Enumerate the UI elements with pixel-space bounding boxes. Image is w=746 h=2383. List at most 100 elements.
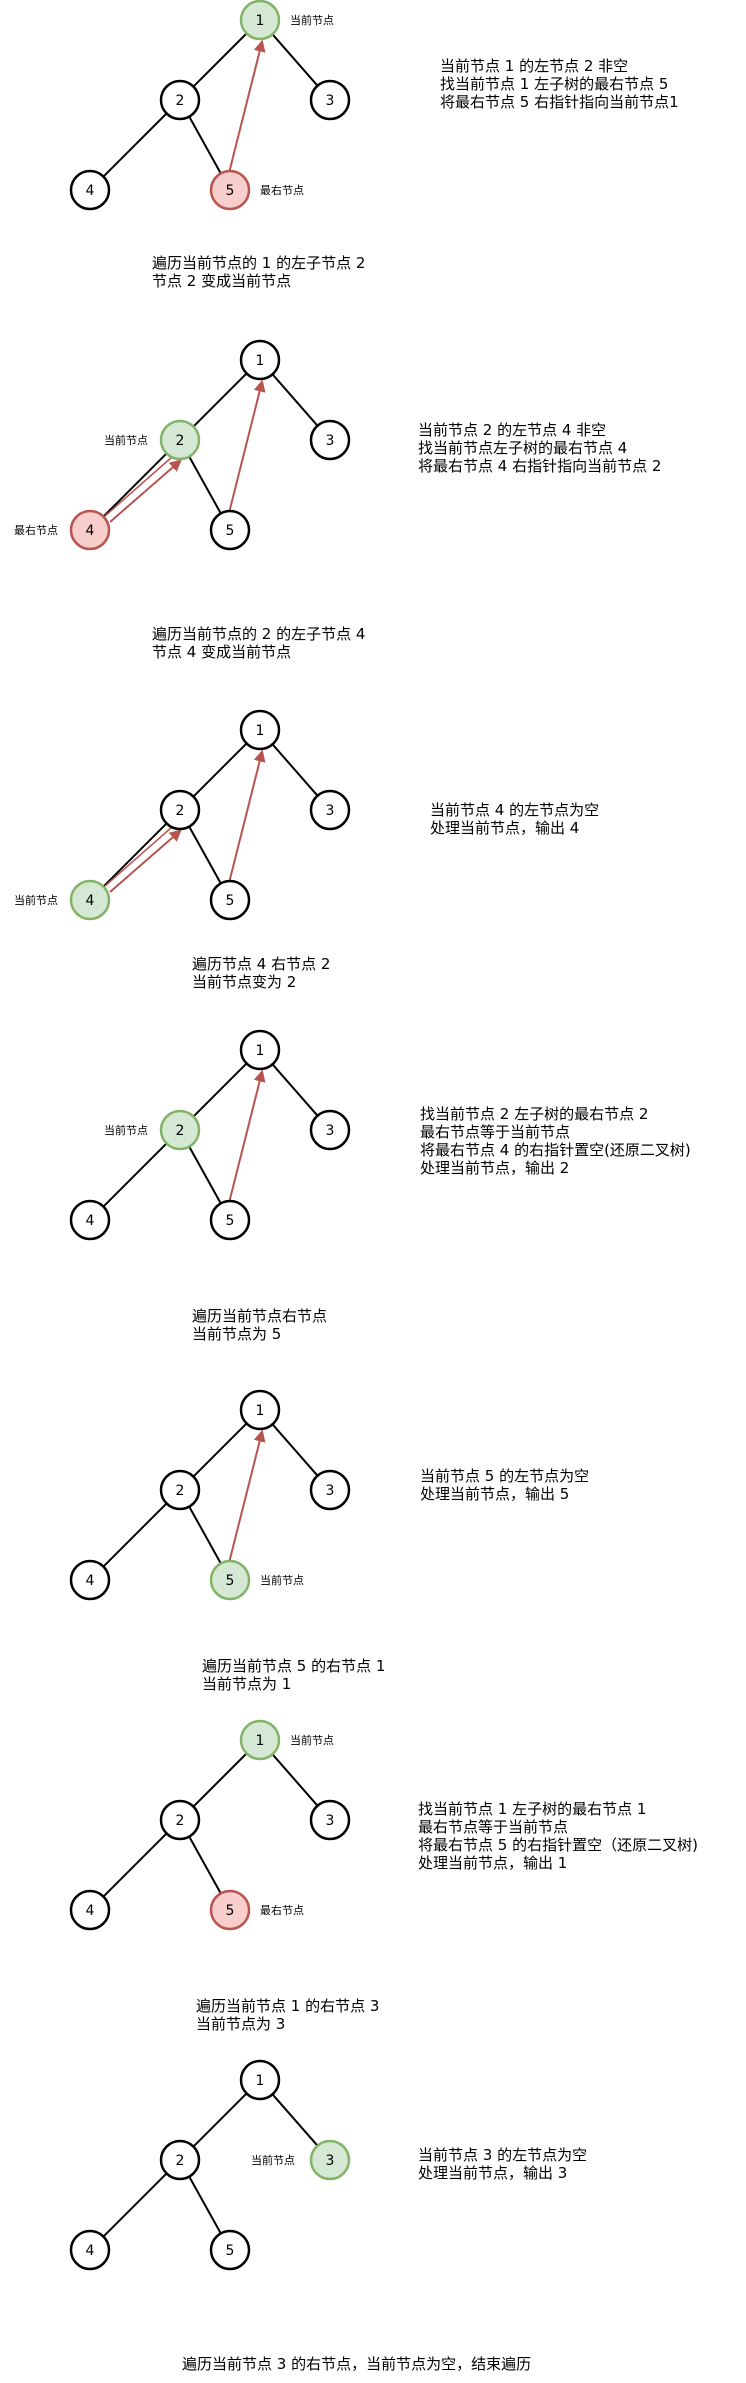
description-line: 当前节点 5 的左节点为空: [420, 1467, 590, 1485]
description-line: 当前节点 4 的左节点为空: [430, 801, 600, 819]
description-line: 当前节点 2 的左节点 4 非空: [418, 421, 607, 439]
node-2: [159, 79, 201, 121]
node-5: [209, 2229, 251, 2271]
node-4: [69, 1199, 111, 1241]
node-2: [159, 1799, 201, 1841]
node-4: [69, 509, 111, 551]
description-line: 找当前节点 1 左子树的最右节点 1: [418, 1800, 647, 1818]
edge-1-2: [192, 372, 248, 428]
node-1-label: 1: [256, 1733, 265, 1749]
node-5: [209, 1559, 251, 1601]
node-4: [69, 169, 111, 211]
node-5: [209, 1889, 251, 1931]
node-2: [159, 419, 201, 461]
rightmost-node-label: 最右节点: [260, 1903, 304, 1917]
transition-line: 遍历当前节点 5 的右节点 1: [202, 1657, 386, 1675]
edge-1-3: [271, 1753, 319, 1807]
node-1: [239, 0, 281, 41]
node-5: [209, 169, 251, 211]
edge-1-3: [271, 2093, 319, 2147]
node-4: [69, 1559, 111, 1601]
node-1: [239, 339, 281, 381]
current-node-label: 当前节点: [104, 1123, 148, 1137]
edge-2-5: [188, 1836, 222, 1894]
node-3: [309, 79, 351, 121]
node-1-label: 1: [256, 353, 265, 369]
description-line: 找当前节点 2 左子树的最右节点 2: [420, 1105, 649, 1123]
edge-2-5: [188, 456, 222, 514]
thread-arrow-5-1: [228, 379, 266, 514]
transition-line: 节点 4 变成当前节点: [152, 643, 292, 661]
thread-arrow-5-1: [228, 39, 266, 174]
transition-line: 当前节点为 5: [192, 1325, 282, 1343]
edge-2-5: [188, 1506, 222, 1564]
node-2-label: 2: [176, 1123, 185, 1139]
node-5-label: 5: [226, 2243, 235, 2259]
description-line: 当前节点 1 的左节点 2 非空: [440, 57, 629, 75]
node-4-label: 4: [86, 2243, 95, 2259]
node-3: [309, 1469, 351, 1511]
node-3: [309, 1109, 351, 1151]
edge-1-2: [192, 1752, 248, 1808]
thread-arrow-4-2: [109, 829, 182, 893]
node-3-label: 3: [326, 433, 335, 449]
node-2: [159, 789, 201, 831]
current-node-label: 当前节点: [251, 2153, 295, 2167]
node-1: [239, 1029, 281, 1071]
node-5-label: 5: [226, 1213, 235, 1229]
thread-arrow-outline: [104, 456, 173, 517]
node-2-label: 2: [176, 433, 185, 449]
edge-1-3: [271, 373, 319, 427]
node-3: [309, 419, 351, 461]
edge-1-3: [271, 1423, 319, 1477]
edge-1-2: [192, 742, 248, 798]
current-node-label: 当前节点: [290, 1733, 334, 1747]
thread-arrow-4-2: [109, 459, 182, 523]
step-3-description: 当前节点 4 的左节点为空处理当前节点，输出 4: [430, 801, 599, 837]
node-4-label: 4: [86, 523, 95, 539]
edge-1-3: [271, 1063, 319, 1117]
transition-4-text: 遍历当前节点右节点当前节点为 5: [192, 1307, 327, 1343]
description-line: 找当前节点左子树的最右节点 4: [418, 439, 628, 457]
rightmost-node-label: 最右节点: [14, 523, 58, 537]
node-1: [239, 1389, 281, 1431]
transition-line: 当前节点变为 2: [192, 973, 297, 991]
edge-1-2: [192, 1062, 248, 1118]
node-5: [209, 509, 251, 551]
node-1: [239, 2059, 281, 2101]
edge-2-4: [102, 452, 168, 518]
node-2: [159, 1109, 201, 1151]
node-1: [239, 1719, 281, 1761]
node-5: [209, 879, 251, 921]
transition-line: 遍历当前节点 1 的右节点 3: [196, 1997, 380, 2015]
edge-2-4: [102, 1142, 168, 1208]
transition-line: 遍历当前节点右节点: [192, 1307, 328, 1325]
description-line: 处理当前节点，输出 1: [418, 1854, 568, 1872]
node-4-label: 4: [86, 893, 95, 909]
transition-line: 节点 2 变成当前节点: [152, 272, 292, 290]
edge-2-5: [188, 826, 222, 884]
edge-2-5: [188, 116, 222, 174]
edge-2-4: [102, 1502, 168, 1568]
description-line: 处理当前节点，输出 3: [418, 2164, 568, 2182]
description-line: 将最右节点 5 的右指针置空（还原二叉树): [418, 1836, 698, 1854]
node-1-label: 1: [256, 2073, 265, 2089]
node-2: [159, 1469, 201, 1511]
node-4: [69, 2229, 111, 2271]
edge-2-4: [102, 1832, 168, 1898]
node-2-label: 2: [176, 2153, 185, 2169]
node-3-label: 3: [326, 803, 335, 819]
thread-arrow-5-1: [228, 1429, 266, 1564]
